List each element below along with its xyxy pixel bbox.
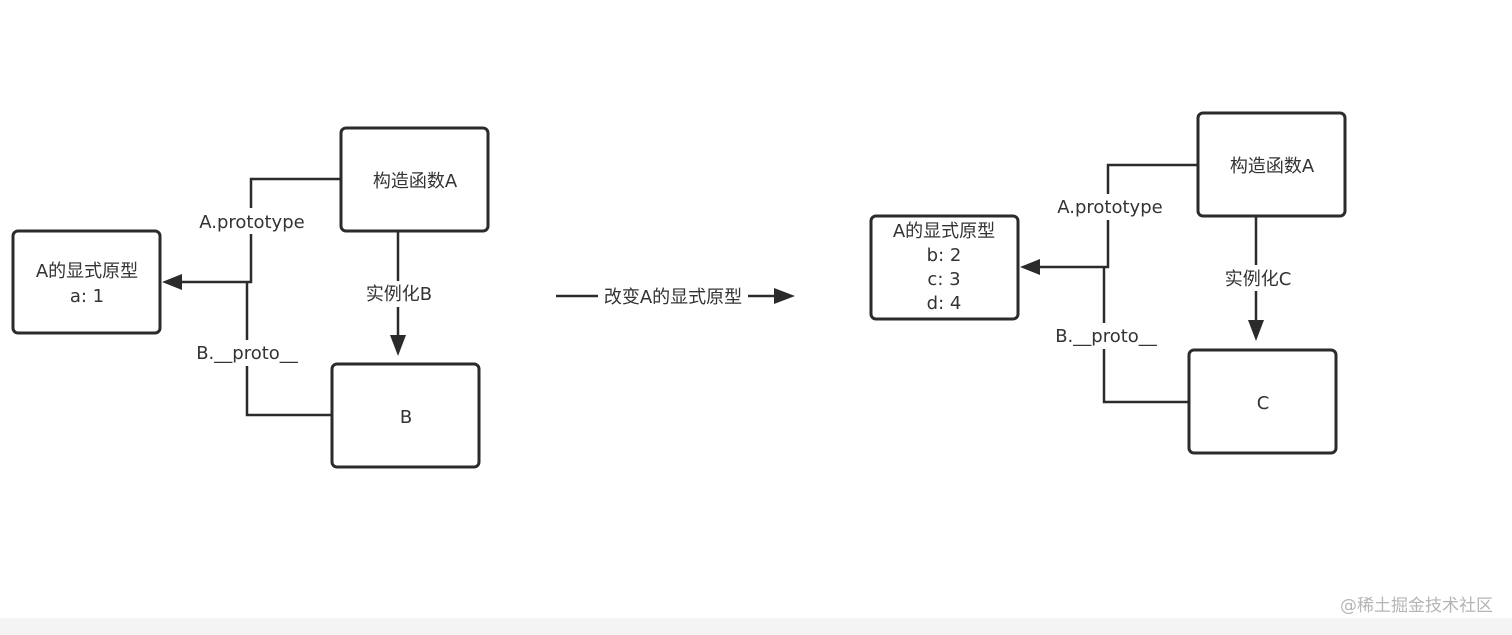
right-instantiate-arrowhead — [1248, 320, 1264, 341]
transition-arrow: 改变A的显式原型 — [556, 283, 795, 309]
right-instance-box-label: C — [1257, 393, 1270, 414]
right-prototype-box-line-0: A的显式原型 — [893, 221, 995, 242]
left-prototype-box — [11, 229, 162, 335]
left-prototype-link-label: A.prototype — [199, 212, 304, 233]
left-instance-box — [330, 362, 481, 469]
right-prototype-link-label: A.prototype — [1057, 197, 1162, 218]
right-instantiate-link-label: 实例化C — [1225, 269, 1292, 290]
left-proto-connector — [245, 282, 332, 417]
right-prototype-box — [869, 214, 1020, 321]
left-constructor-box-label: 构造函数A — [373, 171, 458, 192]
bottom-bar — [0, 618, 1512, 635]
watermark: @稀土掘金技术社区 — [1340, 596, 1493, 616]
left-prototype-arrowhead — [162, 274, 182, 290]
right-instance-box — [1187, 348, 1338, 455]
left-diagram: A.prototype B.__proto__ 实例化B 构造函数A A的显式原… — [11, 126, 490, 469]
right-diagram: A.prototype B.__proto__ 实例化C 构造函数A A的显式原… — [869, 111, 1347, 455]
right-prototype-box-line-3: d: 4 — [927, 293, 962, 314]
left-instance-box-label: B — [400, 407, 412, 428]
right-prototype-box-line-2: c: 3 — [927, 269, 960, 290]
right-proto-link-label: B.__proto__ — [1055, 326, 1158, 347]
right-constructor-box — [1196, 111, 1347, 218]
left-prototype-box-line-0: A的显式原型 — [36, 261, 138, 282]
transition-label: 改变A的显式原型 — [604, 287, 742, 308]
right-prototype-box-line-1: b: 2 — [927, 245, 962, 266]
left-proto-link-label: B.__proto__ — [196, 343, 299, 364]
right-prototype-arrowhead — [1020, 259, 1040, 275]
transition-arrowhead — [774, 288, 795, 304]
left-prototype-box-line-1: a: 1 — [70, 286, 104, 307]
left-constructor-box — [339, 126, 490, 233]
left-instantiate-arrowhead — [390, 335, 406, 356]
right-proto-connector — [1102, 267, 1189, 404]
left-instantiate-link-label: 实例化B — [366, 284, 432, 305]
right-constructor-box-label: 构造函数A — [1230, 156, 1315, 177]
